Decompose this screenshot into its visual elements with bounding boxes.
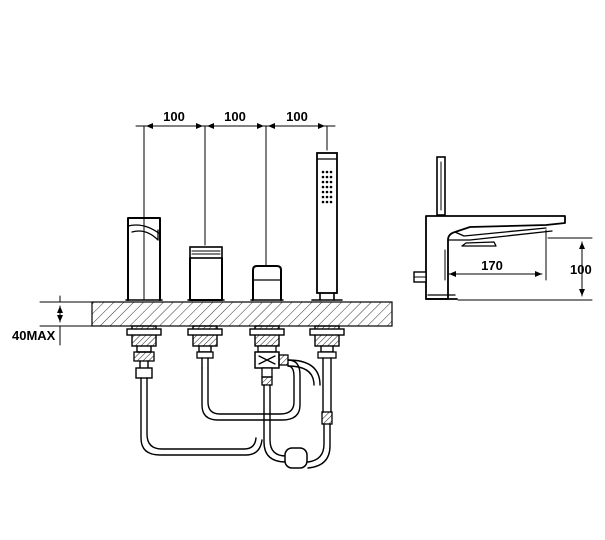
spout-fitting bbox=[125, 217, 163, 379]
shower-head-nozzles bbox=[321, 170, 333, 204]
spacing-label-1: 100 bbox=[163, 109, 185, 124]
spout-side-view bbox=[413, 156, 566, 300]
hose-connector bbox=[284, 447, 308, 469]
reach-label: 170 bbox=[481, 258, 503, 273]
diverter-fitting bbox=[249, 265, 289, 386]
supply-hoses bbox=[140, 357, 333, 469]
deck-thickness-dimension: 40MAX bbox=[12, 295, 93, 346]
spacing-label-3: 100 bbox=[286, 109, 308, 124]
mixer-handle-fitting bbox=[187, 246, 225, 369]
deck-max-label: 40MAX bbox=[12, 328, 56, 343]
deck-section bbox=[91, 301, 393, 327]
reach-dimension: 170 bbox=[444, 229, 547, 281]
hand-shower-fitting bbox=[309, 152, 345, 359]
spacing-dimensions: 100 100 100 bbox=[135, 109, 336, 301]
height-label: 100 bbox=[570, 262, 592, 277]
height-dimension: 100 bbox=[457, 237, 593, 301]
spacing-label-2: 100 bbox=[224, 109, 246, 124]
